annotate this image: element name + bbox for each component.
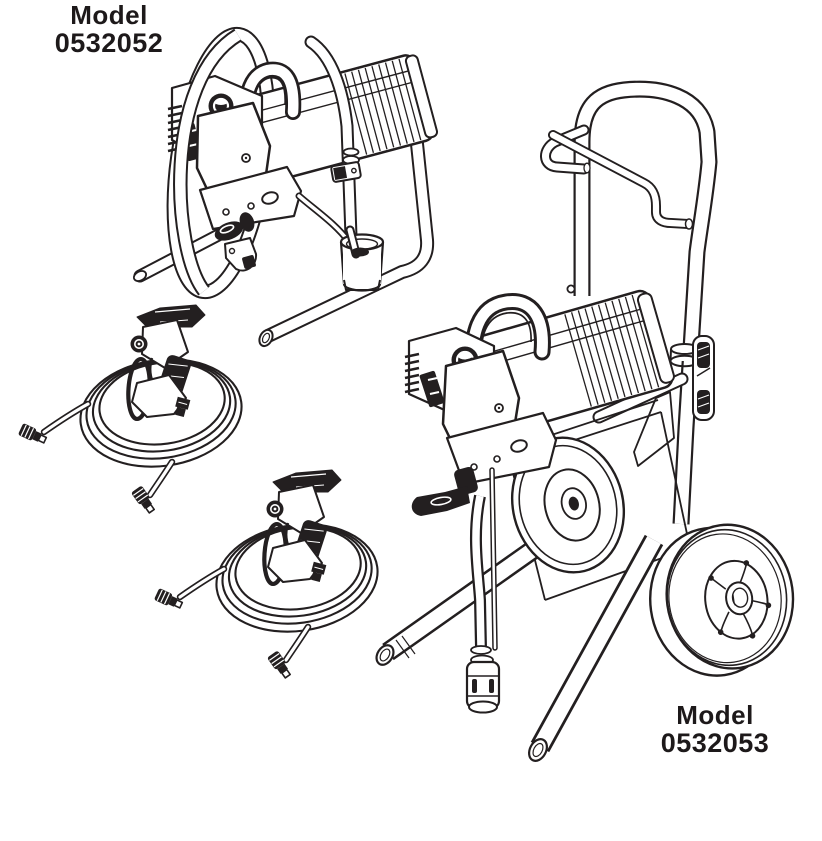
- model-label-0532052: Model 0532052: [14, 0, 204, 59]
- prime-valve-lever: [411, 466, 478, 516]
- model-label-0532053: Model 0532053: [616, 700, 814, 759]
- cart-sprayer-illustration: [375, 80, 795, 762]
- siphon-tube: [295, 35, 362, 246]
- stand-leg: [258, 114, 435, 348]
- gun-holder-bracket: [692, 335, 715, 421]
- prime-valve-lever: [214, 212, 255, 241]
- model-word: Model: [676, 700, 754, 730]
- cart-leg: [528, 534, 664, 762]
- tube-clamp: [330, 161, 362, 183]
- model-number: 0532053: [660, 728, 770, 759]
- foot-valve: [465, 660, 501, 714]
- cart-handle-frame: [540, 80, 718, 525]
- stand-sprayer-illustration: [132, 26, 439, 348]
- model-number: 0532052: [54, 28, 164, 59]
- cart-wheel: [648, 523, 795, 677]
- pail-hook: [224, 237, 258, 272]
- spray-gun-hose-set-1: [18, 305, 249, 515]
- suction-tube: [469, 467, 498, 666]
- pump-manifold: [198, 165, 303, 231]
- suction-cup: [339, 225, 385, 292]
- spray-gun-hose-set-2: [154, 470, 385, 680]
- model-word: Model: [70, 0, 148, 30]
